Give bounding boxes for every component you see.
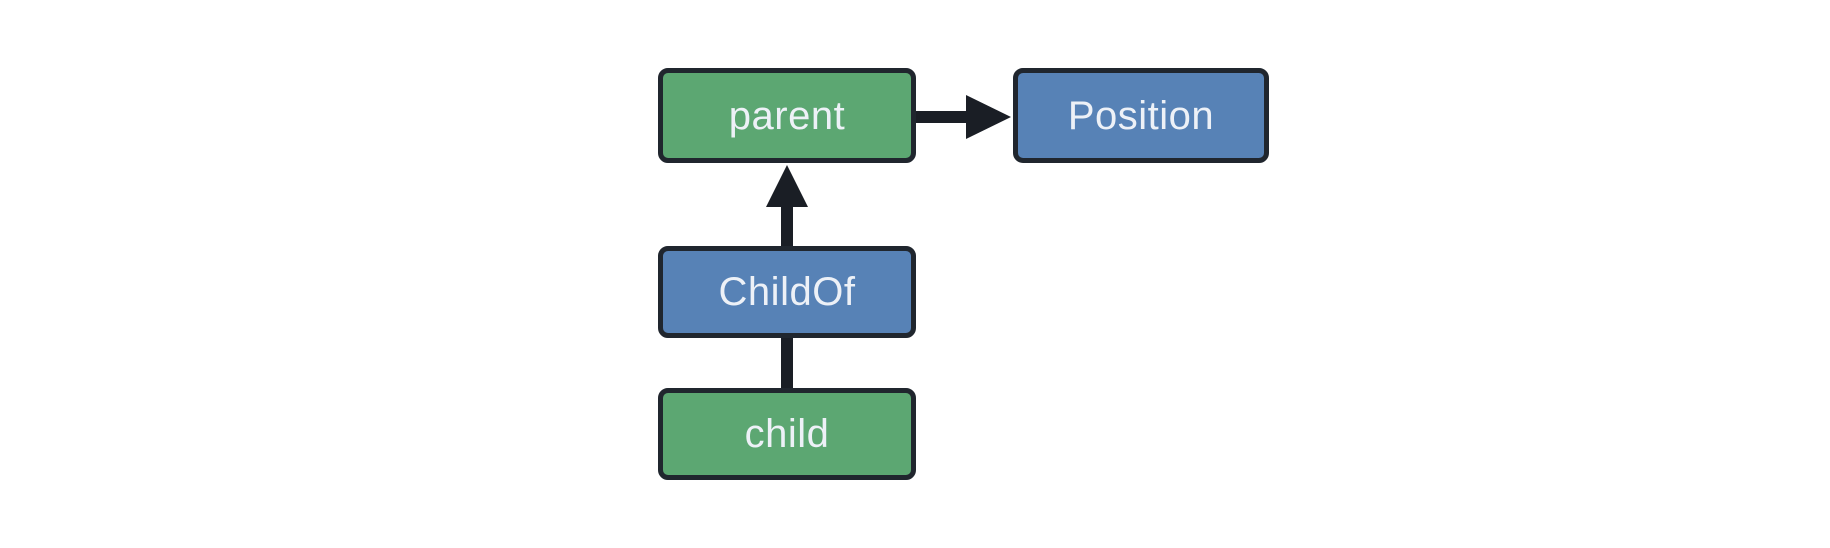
node-position-label: Position: [1067, 93, 1215, 138]
edge-childof-to-parent-arrow: [766, 165, 808, 248]
node-parent-label: parent: [728, 93, 846, 138]
edge-child-to-childof-shaft: [781, 335, 793, 390]
node-childof: ChildOf: [658, 246, 916, 338]
node-position: Position: [1013, 68, 1269, 163]
edge-parent-to-position-arrowhead-icon: [966, 95, 1011, 139]
node-childof-label: ChildOf: [718, 270, 856, 314]
edge-childof-to-parent-shaft: [781, 205, 793, 248]
node-parent: parent: [658, 68, 916, 163]
edge-child-to-childof-line: [781, 335, 793, 390]
edge-parent-to-position-arrow: [913, 95, 1011, 139]
edge-childof-to-parent-arrowhead-icon: [766, 165, 808, 207]
node-child-label: child: [744, 412, 830, 456]
edge-parent-to-position-shaft: [913, 111, 970, 123]
node-child: child: [658, 388, 916, 480]
